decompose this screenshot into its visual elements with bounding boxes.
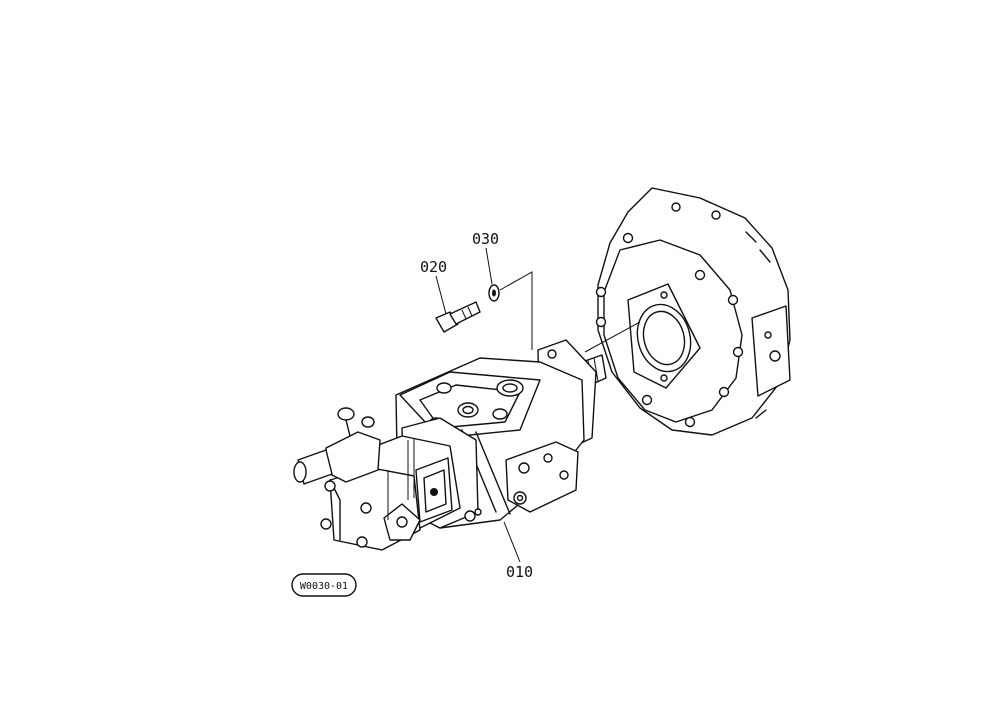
leader-020	[435, 275, 447, 315]
assembly-leader	[499, 271, 533, 350]
leader-030	[485, 247, 493, 285]
callout-label-030: 030	[472, 230, 499, 248]
leader-010	[503, 521, 521, 563]
centerline	[584, 321, 641, 353]
callout-010: 010	[503, 521, 533, 581]
callout-label-020: 020	[420, 258, 447, 276]
bolt-020	[435, 301, 481, 333]
callout-label-010: 010	[506, 563, 533, 581]
washer-030	[488, 284, 500, 302]
flywheel-housing	[595, 187, 791, 436]
figure-code-label: W0030-01	[300, 581, 348, 592]
pump-assembly	[293, 339, 607, 551]
callout-030: 030	[472, 230, 499, 285]
callout-020: 020	[420, 258, 447, 315]
figure-code-stamp: W0030-01	[291, 573, 357, 597]
